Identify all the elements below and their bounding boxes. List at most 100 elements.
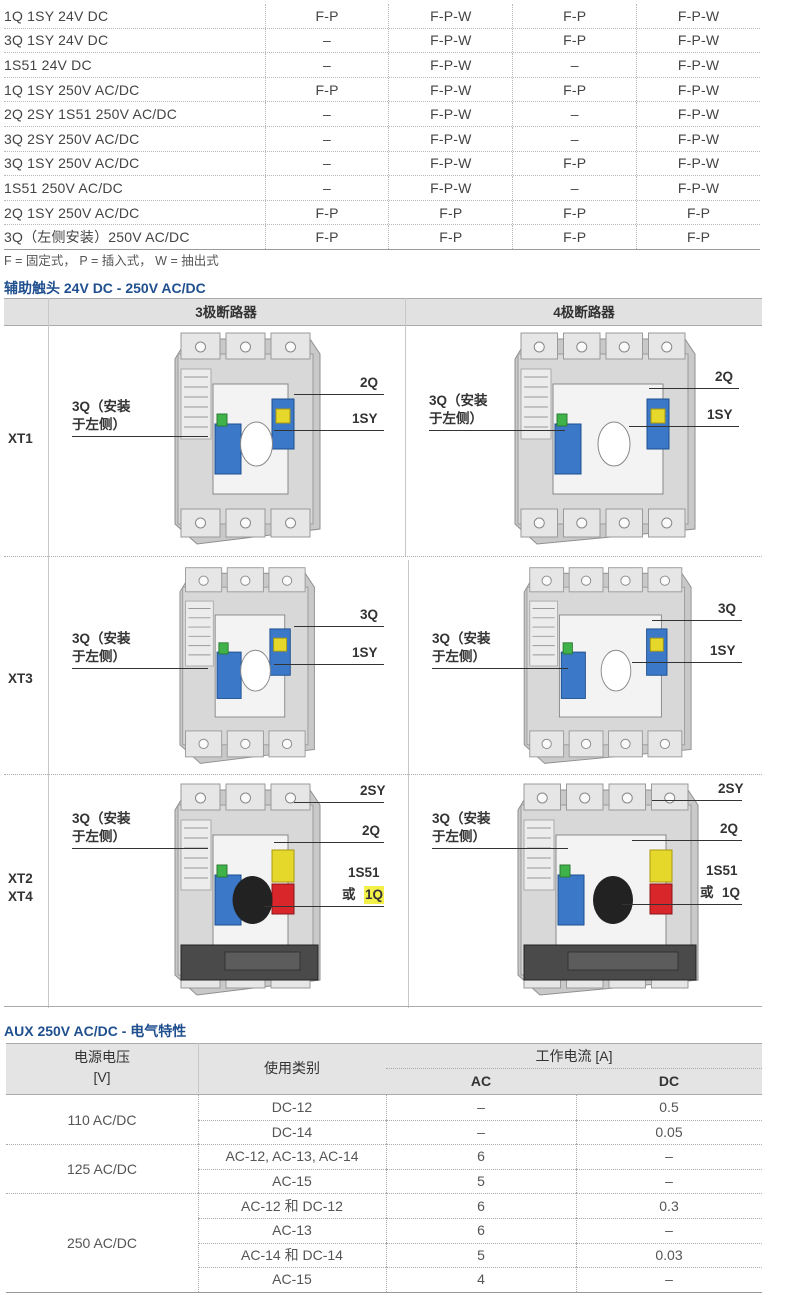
ac-cell: 4 — [477, 1271, 485, 1288]
compat-cell: F-P — [513, 200, 638, 225]
header-voltage: 电源电压 — [74, 1049, 130, 1065]
label-panel — [180, 819, 212, 891]
header-voltage-unit: [V] — [93, 1069, 111, 1085]
voltage-cell: 125 AC/DC — [66, 1160, 138, 1177]
trip-unit-display — [224, 951, 301, 971]
header-dc: DC — [658, 1073, 680, 1089]
leader-line — [264, 906, 384, 907]
terminal-hole — [285, 341, 296, 353]
compat-cell: F-P — [389, 225, 514, 249]
elec-section-title: AUX 250V AC/DC - 电气特性 — [4, 1023, 187, 1039]
dc-cell: – — [665, 1148, 673, 1165]
compat-row-name: 1S51 250V AC/DC — [4, 176, 266, 200]
compat-cell: F-P-W — [389, 151, 514, 176]
compat-cell: F-P — [266, 200, 390, 225]
callout-3q-left: 于左侧） — [432, 649, 486, 664]
dc-cell: – — [665, 1271, 673, 1288]
leader-line — [72, 436, 208, 437]
callout-mid: 1SY — [352, 645, 378, 660]
header-divider — [386, 1068, 762, 1069]
compat-row: 1S51 250V AC/DC–F-P-W–F-P-W — [4, 176, 760, 201]
elec-header-bg — [6, 1043, 762, 1095]
compat-cell: F-P-W — [389, 102, 514, 126]
compat-cell: F-P-W — [389, 4, 514, 28]
compat-cell: F-P-W — [389, 53, 514, 77]
col-divider — [198, 1193, 199, 1292]
left-aux-terminal — [216, 413, 228, 427]
terminal-hole — [281, 738, 293, 749]
compat-cell: F-P-W — [677, 179, 720, 196]
breaker-image-left — [143, 564, 343, 773]
col-divider — [576, 1193, 577, 1218]
terminal-hole — [620, 738, 631, 749]
compat-cell: F-P-W — [677, 81, 720, 98]
callout-mid: 2Q — [720, 821, 739, 836]
leader-line — [432, 848, 568, 849]
terminal-hole — [661, 341, 673, 353]
header-current: 工作电流 [A] — [535, 1048, 613, 1064]
breaker-illustration — [179, 567, 315, 764]
compat-row-name: 3Q 1SY 250V AC/DC — [4, 151, 266, 176]
callout-mid: 2Q — [362, 823, 381, 838]
terminal-hole — [281, 575, 293, 586]
row-divider — [198, 1218, 762, 1219]
terminal-hole — [198, 575, 209, 586]
compat-cell: – — [266, 28, 390, 53]
compat-cell: F-P-W — [389, 176, 514, 200]
compat-cell: F-P — [513, 28, 638, 53]
callout-3q-left: 于左侧） — [429, 411, 483, 426]
compat-row: 2Q 2SY 1S51 250V AC/DC–F-P-W–F-P-W — [4, 102, 760, 127]
col-divider — [576, 1144, 577, 1169]
callout-3q-left: 于左侧） — [72, 649, 126, 664]
terminal-bottom — [185, 730, 223, 758]
ac-cell: 6 — [477, 1148, 485, 1165]
compat-cell: F-P — [513, 77, 638, 102]
row-divider — [198, 1119, 762, 1121]
callout-3q-left: 3Q（安装 — [72, 811, 131, 826]
compat-cell: – — [266, 176, 390, 200]
category-cell: AC-14 和 DC-14 — [241, 1246, 343, 1263]
leader-line — [632, 840, 742, 841]
category-cell: DC-14 — [271, 1123, 313, 1140]
row-label-xt1: XT1 — [8, 431, 33, 446]
terminal-hole — [240, 341, 251, 353]
aux-1sy — [649, 637, 664, 652]
terminal-hole — [195, 792, 206, 804]
terminal-hole — [576, 341, 588, 353]
group-divider — [6, 1193, 762, 1195]
voltage-cell: 110 AC/DC — [67, 1111, 137, 1128]
row-divider — [198, 1267, 762, 1269]
callout-3q-left: 于左侧） — [432, 829, 486, 844]
col-divider — [576, 1242, 577, 1268]
compat-cell: F-P-W — [389, 28, 514, 53]
aux-section-title: 辅助触头 24V DC - 250V AC/DC — [4, 280, 206, 296]
terminal-hole — [620, 575, 631, 586]
leader-line — [622, 904, 742, 905]
terminal-hole — [579, 792, 591, 804]
callout-mid: 1SY — [707, 407, 733, 422]
callout-3q-left: 3Q（安装 — [432, 631, 491, 646]
col-divider — [386, 1119, 387, 1145]
right-aux-contact — [646, 398, 670, 450]
leader-line — [629, 426, 739, 427]
terminal-hole — [536, 792, 548, 804]
breaker-image-left — [143, 780, 343, 1005]
terminal-bottom — [608, 730, 643, 758]
leader-line — [274, 664, 384, 665]
dc-cell: 0.3 — [659, 1197, 679, 1214]
terminal-hole — [198, 738, 209, 749]
callout-1q: 1Q — [364, 886, 385, 904]
ac-cell: 5 — [477, 1173, 485, 1190]
category-cell: DC-12 — [271, 1099, 313, 1116]
terminal-hole — [621, 792, 633, 804]
aux-1s51 — [271, 883, 295, 915]
dc-cell: – — [665, 1222, 673, 1239]
terminal-hole — [541, 575, 552, 586]
left-aux-contact — [554, 423, 582, 475]
aux-1sy — [275, 408, 291, 424]
compat-cell: F-P — [266, 225, 390, 249]
leader-line — [432, 668, 568, 669]
